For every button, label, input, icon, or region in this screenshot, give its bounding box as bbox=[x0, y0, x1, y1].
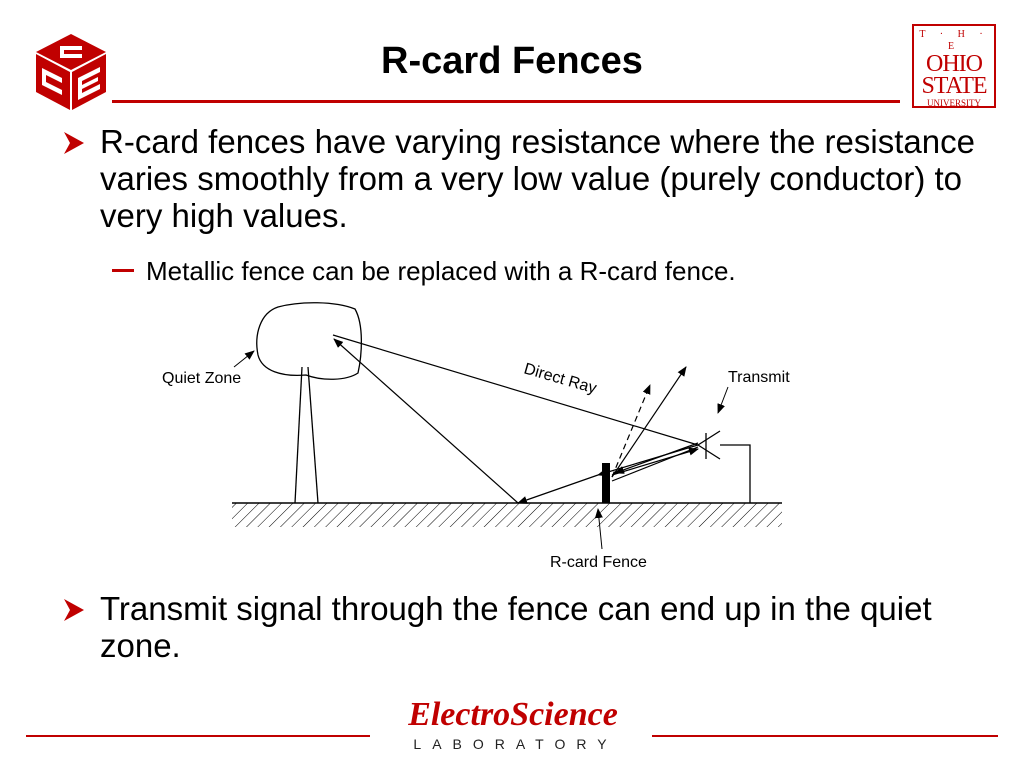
reflected-ray-up bbox=[333, 338, 519, 504]
direct-ray-label: Direct Ray bbox=[522, 361, 598, 398]
footer-logo-sub: LABORATORY bbox=[413, 736, 618, 752]
title-underline bbox=[112, 100, 900, 103]
slide-title: R-card Fences bbox=[381, 40, 643, 82]
transmit-antenna bbox=[697, 430, 751, 503]
arrow-bullet-icon bbox=[64, 132, 84, 154]
footer-rule-right bbox=[652, 735, 998, 737]
bullet-2: Transmit signal through the fence can en… bbox=[62, 590, 982, 670]
osu-logo-university: UNIVERSITY bbox=[927, 98, 981, 108]
sub-bullet-1-text: Metallic fence can be replaced with a R-… bbox=[146, 256, 736, 286]
antenna-ray-1 bbox=[597, 444, 699, 477]
fence-diffracted-ray-2 bbox=[611, 447, 699, 476]
ground-plane bbox=[232, 502, 782, 527]
bullet-1-text: R-card fences have varying resistance wh… bbox=[100, 123, 975, 234]
rcard-fence-label: R-card Fence bbox=[550, 554, 647, 571]
fence-transmitted-ray bbox=[611, 384, 651, 478]
quiet-zone-label: Quiet Zone bbox=[162, 370, 241, 387]
quiet-zone-shape bbox=[256, 302, 363, 380]
electroscience-lab-logo: ElectroScience LABORATORY bbox=[378, 696, 648, 756]
direct-ray-line bbox=[332, 334, 699, 446]
ohio-state-logo: T · H · E OHIO STATE UNIVERSITY bbox=[912, 24, 996, 108]
tower bbox=[294, 366, 319, 504]
incident-ray-ground bbox=[517, 474, 599, 504]
sub-bullet-1: Metallic fence can be replaced with a R-… bbox=[112, 256, 972, 290]
transmit-antenna-label: Transmit Antenna bbox=[728, 369, 790, 386]
footer-logo-name: ElectroScience bbox=[408, 696, 618, 733]
bullet-2-text: Transmit signal through the fence can en… bbox=[100, 590, 932, 664]
antenna-ray-2 bbox=[614, 442, 699, 474]
rcard-fence-bar bbox=[602, 463, 610, 503]
dash-bullet-icon bbox=[112, 269, 134, 272]
osu-logo-state: STATE bbox=[921, 73, 987, 99]
fence-diffracted-ray-1 bbox=[611, 366, 687, 478]
fence-reflected-ray bbox=[611, 446, 699, 482]
osu-logo-the: T · H · E bbox=[919, 29, 989, 52]
rcard-fence-diagram: Quiet Zone Direct Ray R-card Fence Trans… bbox=[162, 302, 790, 571]
osu-logo-ohio: OHIO bbox=[926, 51, 983, 77]
footer-rule-left bbox=[26, 735, 370, 737]
bullet-1: R-card fences have varying resistance wh… bbox=[62, 123, 982, 243]
arrow-bullet-icon bbox=[64, 599, 84, 621]
ce-cube-logo bbox=[36, 34, 106, 110]
